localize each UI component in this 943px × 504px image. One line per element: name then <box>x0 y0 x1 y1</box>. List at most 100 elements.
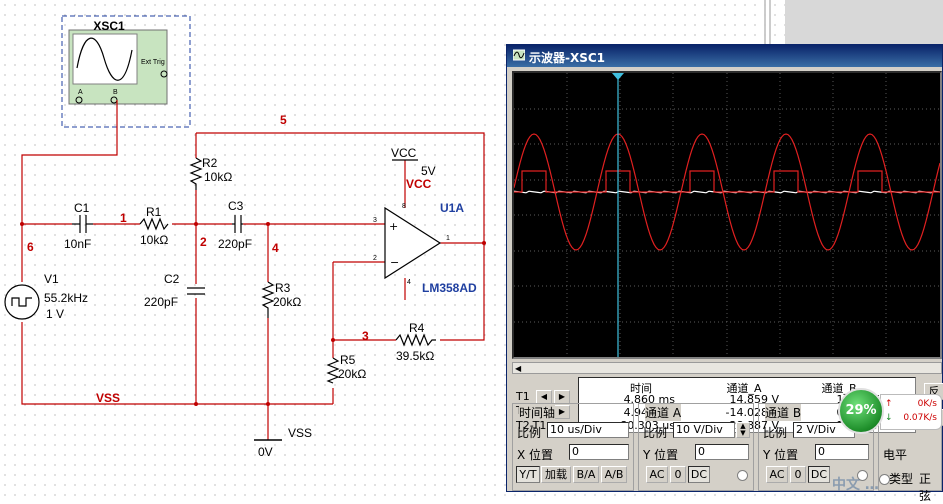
net-label-vcc: VCC <box>406 177 432 191</box>
speed-readout: 0K/s 0.07K/s ↑ ↓ <box>880 394 942 430</box>
v1-amp: 1 V <box>46 307 64 321</box>
trigger-type-radio[interactable] <box>879 474 890 485</box>
r5-value: 20kΩ <box>338 367 366 381</box>
c2-value: 220pF <box>144 295 178 309</box>
channel-a-ac-button[interactable]: AC <box>646 466 668 483</box>
t1-time: 4.860 ms <box>623 393 675 406</box>
channel-a-trace <box>513 133 941 251</box>
capacitor-c2[interactable] <box>187 287 205 295</box>
ab-mode-button[interactable]: A/B <box>601 466 627 483</box>
t1-a: 14.859 V <box>729 393 779 406</box>
oscilloscope-instrument[interactable] <box>61 15 191 128</box>
channel-b-square-trace <box>514 170 940 193</box>
download-arrow-icon: ↓ <box>885 413 893 423</box>
watermark: 中文 … <box>832 477 879 493</box>
channel-a-scale-field[interactable]: 10 V/Div <box>673 422 735 438</box>
timebase-group: 时间轴 比例 10 us/Div X 位置 0 Y/T 加载 B/A A/B <box>512 403 634 491</box>
r2-ref: R2 <box>202 156 218 170</box>
channel-b-ypos-field[interactable]: 0 <box>815 444 869 460</box>
c3-ref: C3 <box>228 199 244 213</box>
channel-b-label: B <box>113 89 118 96</box>
channel-b-zero-button[interactable]: 0 <box>790 466 806 483</box>
channel-a-scale-label: 比例 <box>643 426 668 440</box>
upload-arrow-icon: ↑ <box>885 399 893 409</box>
timebase-scale-field[interactable]: 10 us/Div <box>547 422 629 438</box>
channel-b-scale-label: 比例 <box>763 426 788 440</box>
net-label-vss: VSS <box>96 391 120 405</box>
schematic-canvas[interactable]: XSC1 Ext Trig A B <box>0 0 943 492</box>
timebase-xpos-label: X 位置 <box>517 448 554 462</box>
c1-value: 10nF <box>64 237 91 251</box>
opamp-u1a[interactable]: + − <box>384 206 442 280</box>
t2-t1-label: T2-T1 <box>516 419 547 432</box>
opamp-ref: U1A <box>440 201 464 215</box>
col-time: 时间 <box>630 382 652 395</box>
scope-display[interactable] <box>512 71 942 359</box>
window-title-bar[interactable]: 示波器-XSC1 <box>507 45 942 67</box>
net-label-4: 4 <box>272 241 279 255</box>
channel-b-radio[interactable] <box>857 470 868 481</box>
net-label-5: 5 <box>280 113 287 127</box>
channel-a-radio[interactable] <box>737 470 748 481</box>
cpu-usage-ball[interactable]: 29% <box>838 388 884 434</box>
ba-mode-button[interactable]: B/A <box>573 466 599 483</box>
vss-label: VSS <box>288 426 312 440</box>
channel-b-ac-button[interactable]: AC <box>766 466 788 483</box>
r1-value: 10kΩ <box>140 233 168 247</box>
resistor-r5[interactable] <box>326 357 340 384</box>
r5-ref: R5 <box>340 353 356 367</box>
channel-a-title: 通道 A <box>645 404 682 421</box>
channel-a-label: A <box>78 89 83 96</box>
capacitor-c3[interactable] <box>232 215 243 233</box>
resistor-r2[interactable] <box>189 157 203 190</box>
c2-ref: C2 <box>164 272 180 286</box>
t1-left-button[interactable]: ◀ <box>536 390 552 404</box>
wires[interactable] <box>21 100 485 440</box>
channel-a-zero-button[interactable]: 0 <box>670 466 686 483</box>
timebase-xpos-field[interactable]: 0 <box>569 444 629 460</box>
vss-value: 0V <box>258 445 273 459</box>
channel-a-group: 通道 A 比例 10 V/Div ▲▼ Y 位置 0 AC 0 DC <box>638 403 754 491</box>
col-channel-a: 通道_A <box>726 382 762 395</box>
channel-a-spin-icon[interactable]: ▲▼ <box>736 422 750 438</box>
t1-right-button[interactable]: ▶ <box>554 390 570 404</box>
svg-text:+: + <box>389 220 398 233</box>
t1-label: T1 <box>516 390 530 403</box>
channel-b-dc-button[interactable]: DC <box>808 466 830 483</box>
horizontal-scrollbar[interactable]: ◀ <box>512 362 942 374</box>
upload-speed: 0K/s <box>917 399 937 409</box>
capacitor-c1[interactable] <box>72 215 93 233</box>
svg-text:−: − <box>390 256 399 269</box>
net-label-2: 2 <box>200 235 207 249</box>
v1-freq: 55.2kHz <box>44 291 88 305</box>
voltage-source-v1[interactable] <box>4 284 40 320</box>
channel-b-scale-field[interactable]: 2 V/Div <box>793 422 855 438</box>
channel-a-dc-button[interactable]: DC <box>688 466 710 483</box>
trigger-type-label: 类型 <box>889 472 914 486</box>
channel-b-group: 通道 B 比例 2 V/Div Y 位置 0 AC 0 DC <box>758 403 874 491</box>
pin-4: 4 <box>407 279 411 286</box>
r2-value: 10kΩ <box>204 170 232 184</box>
resistor-r1[interactable] <box>139 217 169 231</box>
c1-ref: C1 <box>74 201 90 215</box>
scroll-left-icon[interactable]: ◀ <box>515 364 522 373</box>
c3-value: 220pF <box>218 237 252 251</box>
pin-1: 1 <box>446 235 450 242</box>
channel-a-ypos-label: Y 位置 <box>643 448 679 462</box>
channel-a-ypos-field[interactable]: 0 <box>695 444 749 460</box>
trigger-level-label: 电平 <box>883 448 908 462</box>
add-mode-button[interactable]: 加载 <box>541 466 571 483</box>
yt-mode-button[interactable]: Y/T <box>516 466 540 483</box>
vcc-label: VCC <box>391 146 417 160</box>
network-speed-widget[interactable]: 0K/s 0.07K/s ↑ ↓ 29% <box>838 388 943 434</box>
channel-b-ypos-label: Y 位置 <box>763 448 799 462</box>
net-label-3: 3 <box>362 329 369 343</box>
cursor-t1-handle[interactable] <box>612 73 624 80</box>
pin-2: 2 <box>373 255 377 262</box>
download-speed: 0.07K/s <box>903 413 937 423</box>
resistor-r4[interactable] <box>395 333 436 347</box>
scope-grid <box>514 73 940 357</box>
resistor-r3[interactable] <box>261 281 275 318</box>
window-title: 示波器-XSC1 <box>529 51 606 65</box>
pin-3: 3 <box>373 217 377 224</box>
